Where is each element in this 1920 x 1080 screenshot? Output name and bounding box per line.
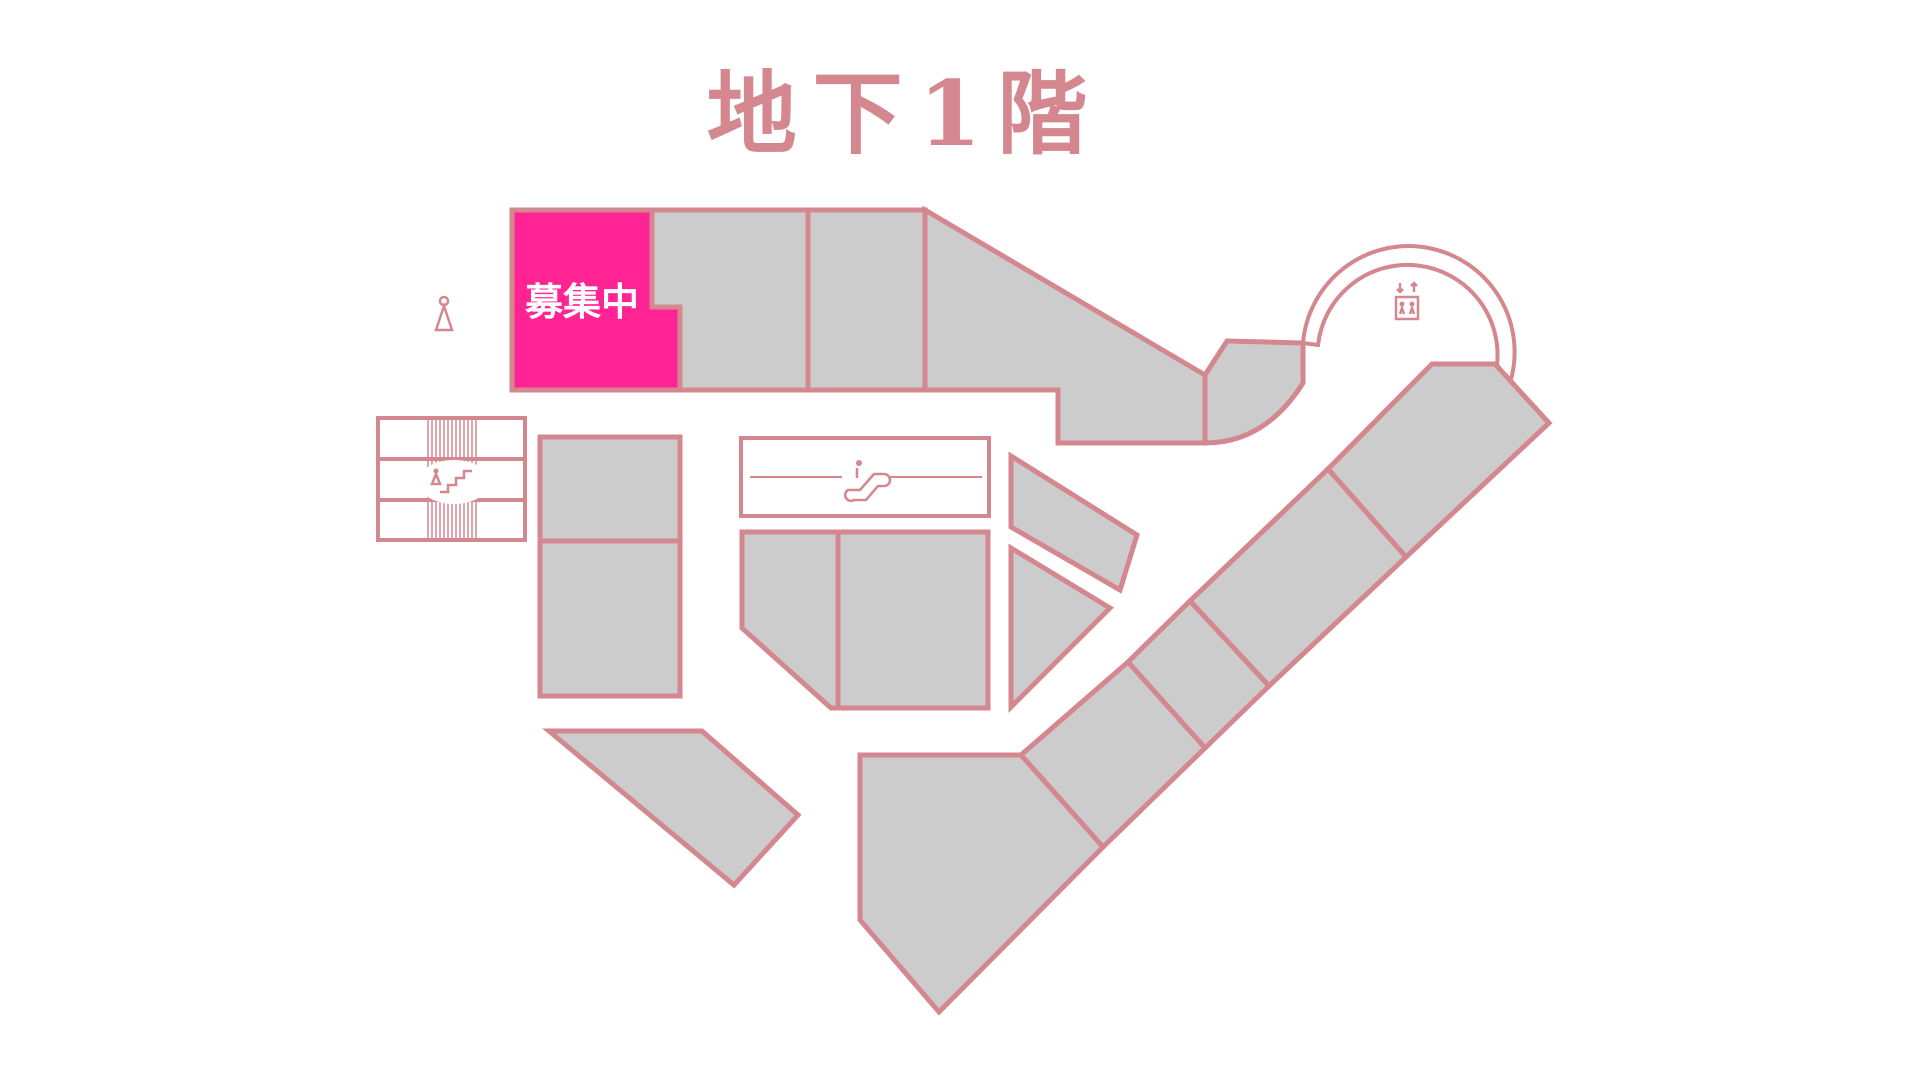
store-diag-2[interactable] <box>1008 543 1115 714</box>
floor-title: 地下1階 <box>707 61 1104 167</box>
store-left-2[interactable] <box>537 538 683 699</box>
store-top-4[interactable] <box>922 205 1208 446</box>
store-diag-1[interactable] <box>1008 451 1140 594</box>
store-left-1[interactable] <box>537 434 683 544</box>
elevator-hall-inner-arc <box>1316 263 1499 366</box>
restroom-icon <box>422 292 466 336</box>
store-center-2[interactable] <box>835 529 991 711</box>
store-top-5[interactable] <box>1202 338 1306 446</box>
elevator-icon <box>1394 281 1420 321</box>
stairs-area <box>376 416 527 542</box>
escalator-icon <box>843 460 892 503</box>
store-center-1[interactable] <box>739 529 841 711</box>
store-wing-1[interactable] <box>1324 361 1553 561</box>
vacancy-label: 募集中 <box>525 280 639 324</box>
store-bottom-left[interactable] <box>542 728 802 889</box>
store-wing-5[interactable] <box>857 752 1107 1016</box>
store-top-3[interactable] <box>805 207 928 393</box>
stairs-icon <box>430 468 472 494</box>
